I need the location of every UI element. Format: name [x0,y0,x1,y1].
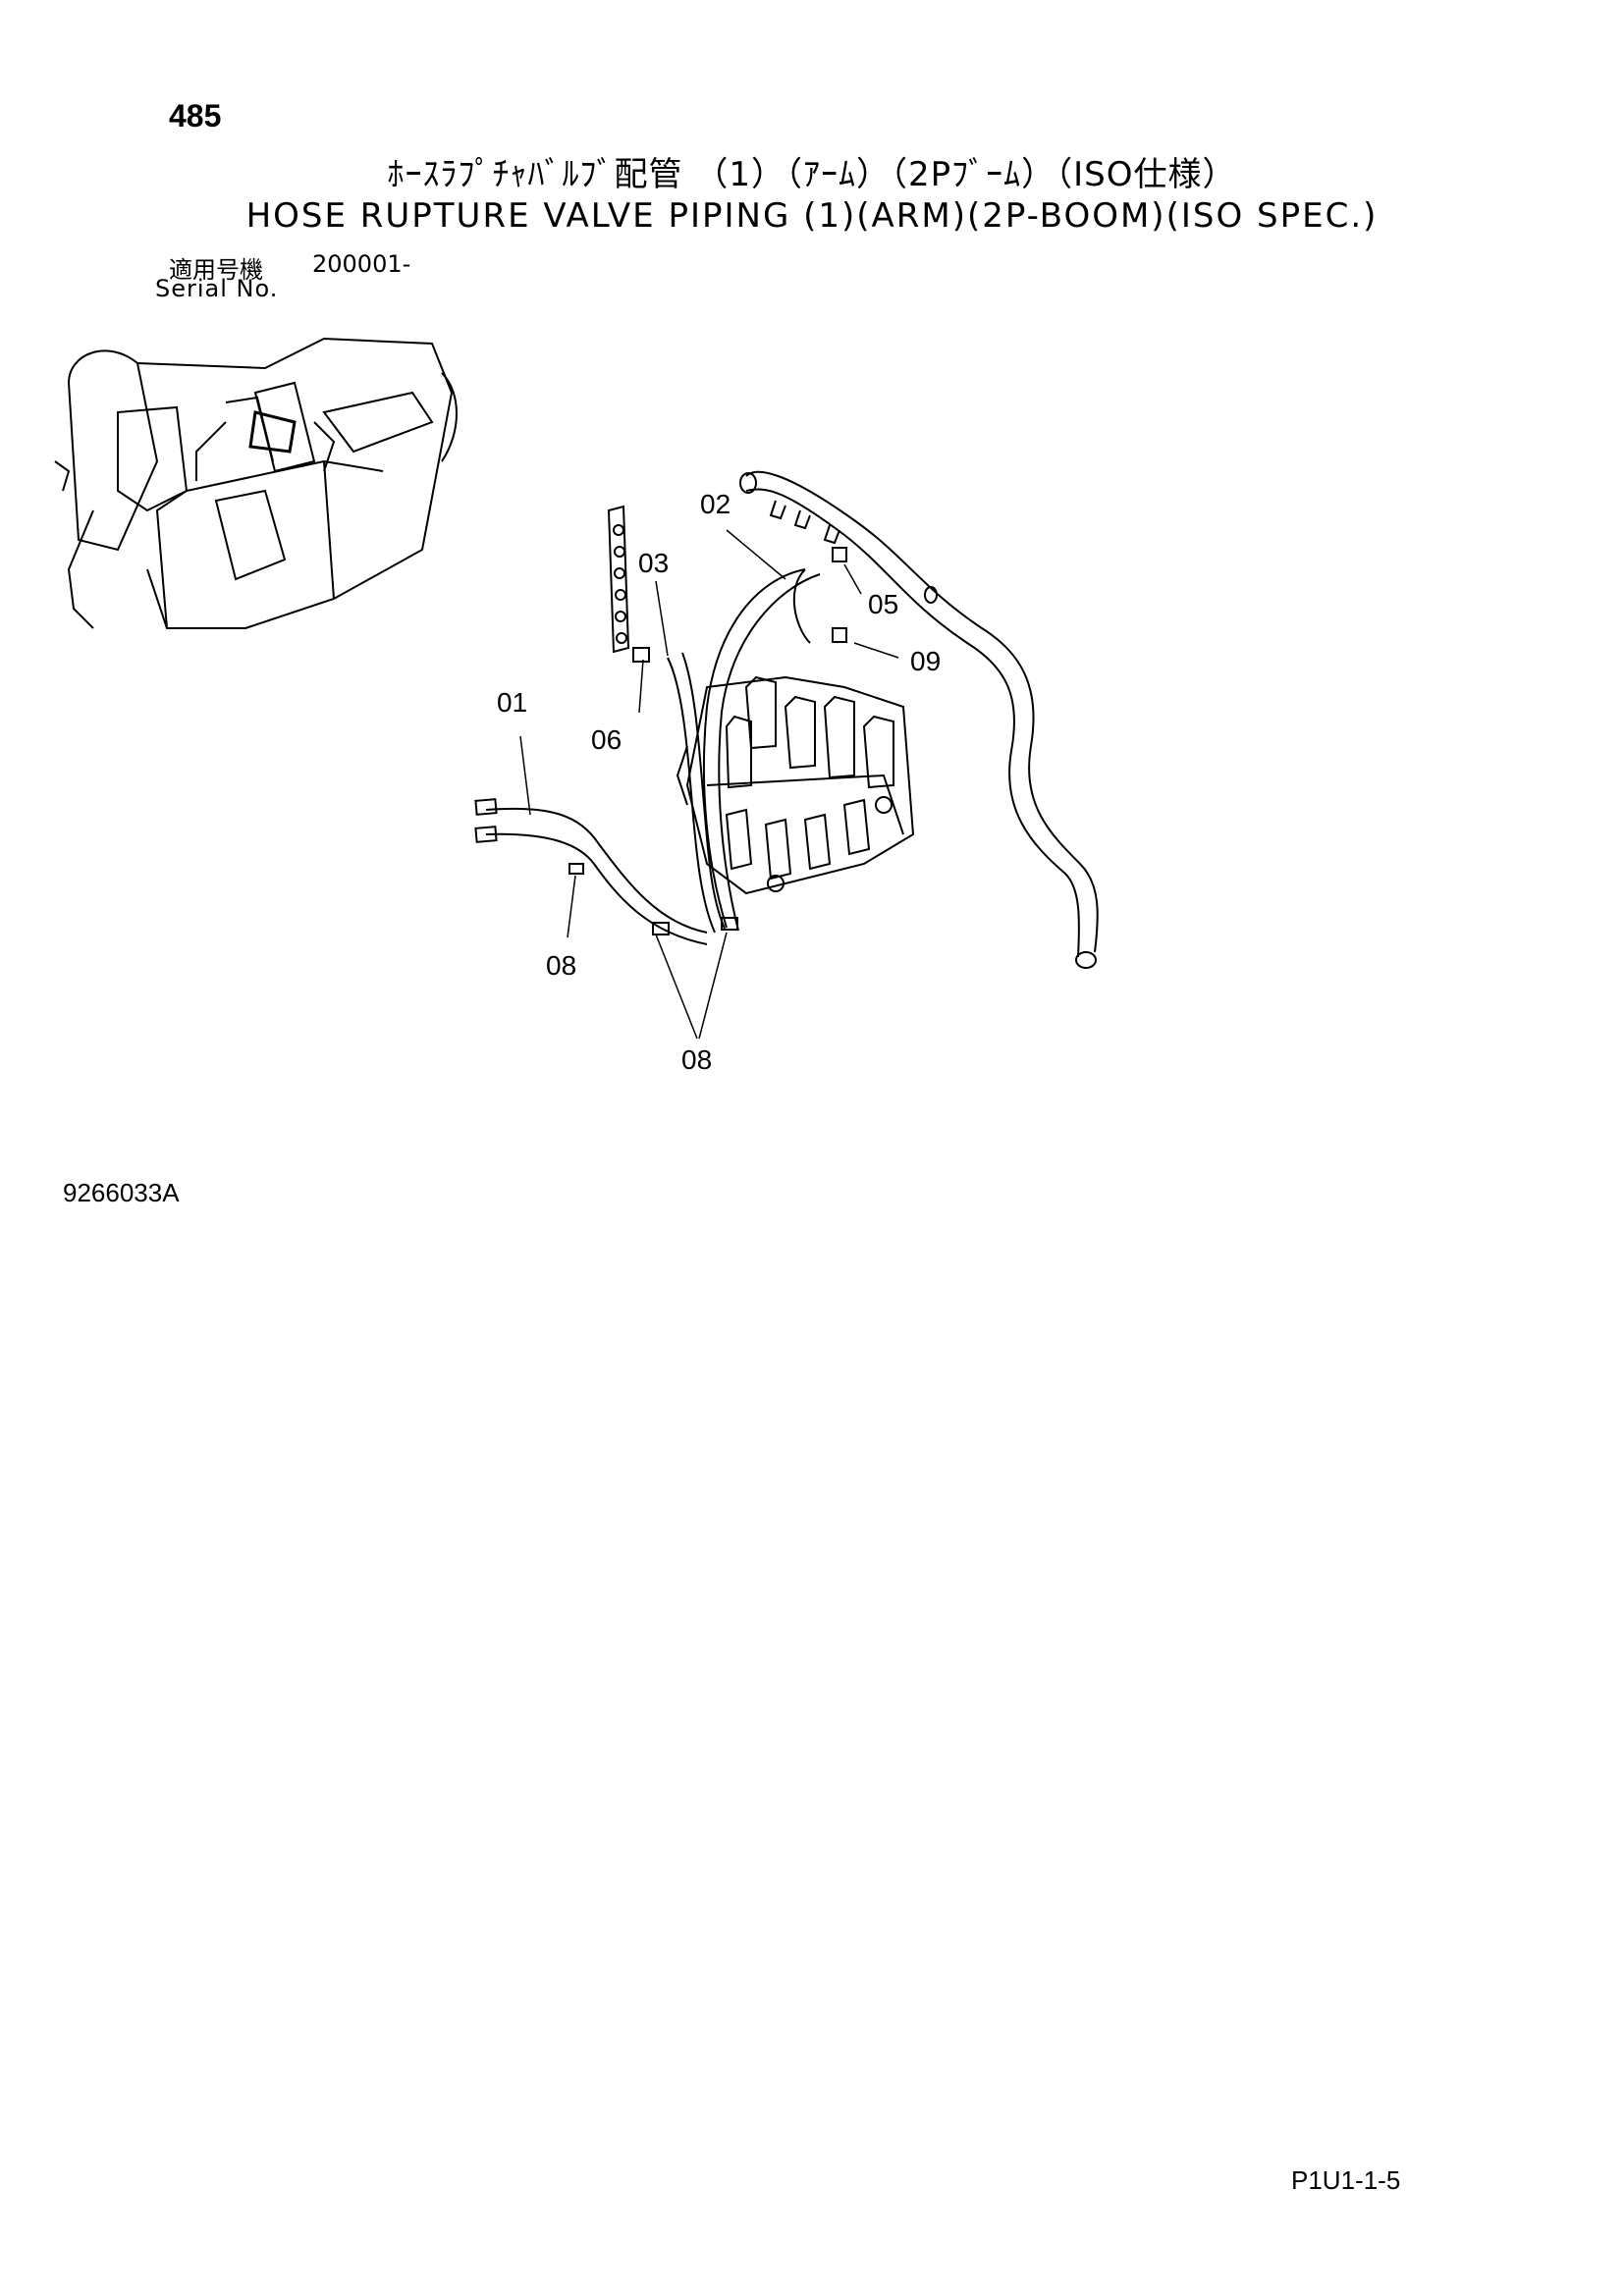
callout-06: 06 [591,724,623,755]
callout-08-left: 08 [546,950,577,981]
callout-05: 05 [868,589,899,619]
callout-01: 01 [497,687,528,718]
mounting-plate [607,505,630,654]
title-japanese: ﾎｰｽﾗﾌﾟﾁｬﾊﾞﾙﾌﾞ配管 （1）（ｱｰﾑ）（2Pﾌﾞｰﾑ）（ISO仕様） [387,155,1237,194]
serial-label-japanese: 適用号機 [169,256,263,284]
machine-overview-illustration [54,337,458,629]
callout-03: 03 [638,548,670,578]
title-english: HOSE RUPTURE VALVE PIPING (1)(ARM)(2P-BO… [245,196,1379,236]
callout-02: 02 [700,489,731,519]
callout-08-bottom: 08 [681,1044,713,1075]
serial-value: 200001- [312,250,411,278]
serial-label-english: Serial No. [155,275,279,302]
control-valve-block [676,675,915,895]
page-number: 485 [169,98,222,133]
callout-09: 09 [910,646,942,676]
steel-pipe [739,470,1099,969]
hoses [474,547,847,945]
sheet-reference: P1U1-1-5 [1291,2165,1401,2195]
figure-code: 9266033A [63,1178,180,1207]
leader-lines [519,529,899,1040]
